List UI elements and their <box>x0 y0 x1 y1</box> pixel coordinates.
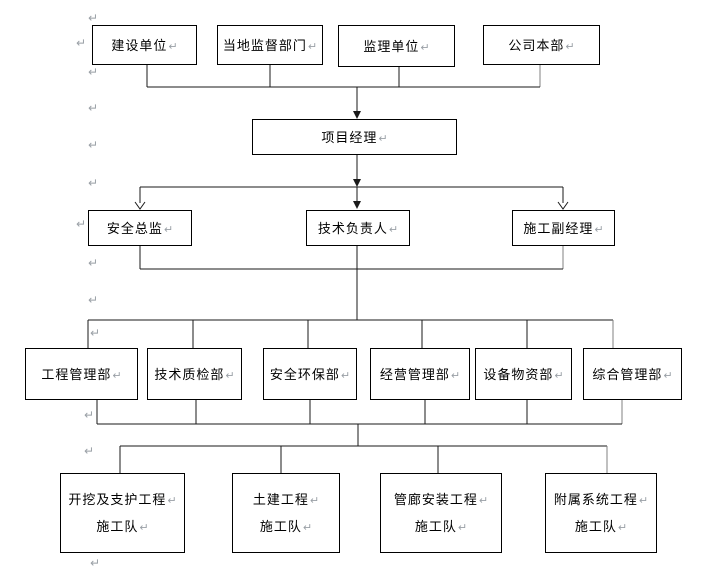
paragraph-mark: ↵ <box>88 65 99 79</box>
node-team-pipe-gallery-installation[interactable]: 管廊安装工程↵ 施工队↵ <box>380 473 502 553</box>
node-label: 公司本部 <box>508 37 565 53</box>
paragraph-mark: ↵ <box>84 408 95 422</box>
paragraph-mark: ↵ <box>76 36 87 50</box>
paragraph-mark: ↵ <box>88 176 99 190</box>
paragraph-mark: ↵ <box>594 222 604 236</box>
node-label: 设备物资部 <box>483 366 554 382</box>
arrow-down-icon <box>353 179 361 187</box>
paragraph-mark: ↵ <box>88 138 99 152</box>
solid-arrowheads <box>353 111 361 209</box>
paragraph-mark: ↵ <box>663 368 673 382</box>
paragraph-mark: ↵ <box>450 368 461 382</box>
paragraph-mark: ↵ <box>307 39 318 53</box>
paragraph-mark: ↵ <box>88 293 99 307</box>
paragraph-mark: ↵ <box>554 368 564 382</box>
node-dept-safety-environment[interactable]: 安全环保部↵ <box>263 348 357 400</box>
paragraph-mark: ↵ <box>565 39 575 53</box>
paragraph-mark: ↵ <box>302 521 313 534</box>
node-team-excavation-support[interactable]: 开挖及支护工程↵ 施工队↵ <box>60 473 185 553</box>
node-label: 管廊安装工程 <box>393 492 478 507</box>
node-dept-operations-management[interactable]: 经营管理部↵ <box>370 348 470 400</box>
node-dept-equipment-materials[interactable]: 设备物资部↵ <box>475 348 572 400</box>
paragraph-mark: ↵ <box>112 368 122 382</box>
node-label: 技术质检部 <box>154 366 225 382</box>
node-construction-unit[interactable]: 建设单位↵ <box>92 25 197 65</box>
node-safety-director[interactable]: 安全总监↵ <box>88 210 192 246</box>
node-label: 经营管理部 <box>379 366 450 382</box>
paragraph-mark: ↵ <box>478 494 489 507</box>
node-label: 项目经理 <box>321 129 378 145</box>
node-label: 安全环保部 <box>269 366 340 382</box>
paragraph-mark: ↵ <box>617 521 628 534</box>
paragraph-mark: ↵ <box>139 521 149 534</box>
node-label: 工程管理部 <box>41 366 112 382</box>
arrow-down-icon <box>353 201 361 209</box>
node-company-headquarters[interactable]: 公司本部↵ <box>483 25 600 65</box>
connectors <box>87 65 623 473</box>
node-label: 安全总监 <box>106 220 163 236</box>
node-label: 施工队 <box>259 519 302 534</box>
node-label: 综合管理部 <box>592 366 663 382</box>
node-label: 施工副经理 <box>523 220 594 236</box>
paragraph-mark: ↵ <box>388 222 399 236</box>
node-local-supervision-dept[interactable]: 当地监督部门↵ <box>217 25 323 65</box>
node-project-manager[interactable]: 项目经理↵ <box>252 119 457 155</box>
arrow-down-icon <box>353 111 361 119</box>
paragraph-mark: ↵ <box>76 217 87 231</box>
paragraph-mark: ↵ <box>457 521 468 534</box>
paragraph-mark: ↵ <box>90 326 101 340</box>
paragraph-mark: ↵ <box>378 131 388 145</box>
paragraph-mark: ↵ <box>88 101 99 115</box>
paragraph-mark: ↵ <box>90 556 101 570</box>
paragraph-mark: ↵ <box>88 11 99 25</box>
paragraph-mark: ↵ <box>88 256 99 270</box>
paragraph-mark: ↵ <box>638 494 649 507</box>
node-dept-tech-quality-inspection[interactable]: 技术质检部↵ <box>147 348 242 400</box>
node-team-auxiliary-systems[interactable]: 附属系统工程↵ 施工队↵ <box>545 473 657 553</box>
node-label: 开挖及支护工程 <box>68 492 167 507</box>
node-label: 施工队 <box>414 519 457 534</box>
paragraph-mark: ↵ <box>225 368 235 382</box>
arrow-down-icon <box>134 201 146 210</box>
node-label: 施工队 <box>96 519 139 534</box>
node-technical-lead[interactable]: 技术负责人↵ <box>306 210 410 246</box>
node-team-civil-works[interactable]: 土建工程↵ 施工队↵ <box>232 473 340 553</box>
paragraph-mark: ↵ <box>340 368 351 382</box>
node-label: 监理单位 <box>363 38 420 54</box>
node-deputy-construction-manager[interactable]: 施工副经理↵ <box>512 210 615 246</box>
node-dept-general-management[interactable]: 综合管理部↵ <box>583 348 682 400</box>
node-label: 建设单位 <box>111 37 168 53</box>
node-label: 土建工程 <box>252 492 309 507</box>
node-label: 当地监督部门 <box>222 37 307 53</box>
paragraph-mark: ↵ <box>163 222 174 236</box>
paragraph-mark: ↵ <box>167 494 177 507</box>
arrow-down-icon <box>557 201 569 210</box>
node-dept-engineering-management[interactable]: 工程管理部↵ <box>25 348 138 400</box>
node-label: 附属系统工程 <box>553 492 638 507</box>
paragraph-mark: ↵ <box>168 39 178 53</box>
node-label: 技术负责人 <box>317 220 388 236</box>
paragraph-mark: ↵ <box>309 494 320 507</box>
node-label: 施工队 <box>574 519 617 534</box>
paragraph-mark: ↵ <box>420 40 430 54</box>
node-supervision-unit[interactable]: 监理单位↵ <box>338 25 455 67</box>
paragraph-mark: ↵ <box>84 444 95 458</box>
